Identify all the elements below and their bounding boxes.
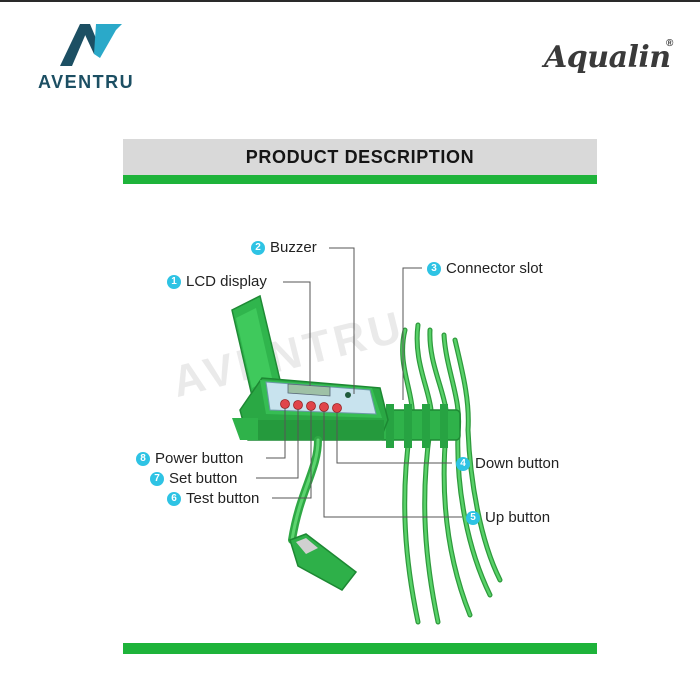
- callout-badge: 7: [150, 471, 164, 486]
- leader-lines: [256, 247, 462, 518]
- callout-label: Up button: [485, 509, 551, 526]
- output-tubes: [400, 322, 503, 625]
- sensor-cable: [288, 436, 358, 591]
- banner-title: PRODUCT DESCRIPTION: [245, 147, 475, 167]
- callout-label: Buzzer: [270, 239, 317, 256]
- callout-label: Set button: [169, 470, 238, 487]
- connector-manifold: [377, 404, 461, 448]
- callout-badge: 4: [456, 456, 470, 471]
- callout-down-button: 4 Down button: [456, 455, 559, 472]
- callout-label: Test button: [186, 490, 260, 507]
- lcd-screen: [287, 383, 331, 397]
- aqualin-logo-text: Aqualin: [544, 40, 671, 75]
- callout-label: Connector slot: [446, 260, 543, 277]
- registered-mark: ®: [666, 38, 673, 49]
- callout-badge: 5: [466, 510, 480, 525]
- callout-badge: 3: [427, 261, 441, 276]
- banner-accent-bar: [123, 175, 597, 184]
- callout-badge: 2: [251, 240, 265, 255]
- control-panel: [265, 381, 377, 415]
- callout-badge: 8: [136, 451, 150, 466]
- callout-badge: 1: [167, 274, 181, 289]
- aventru-logo-text: AVENTRU: [38, 72, 135, 92]
- section-banner: PRODUCT DESCRIPTION: [123, 139, 597, 175]
- callout-label: LCD display: [186, 273, 267, 290]
- buzzer-dot: [345, 392, 351, 398]
- aventru-logo: AVENTRU: [34, 20, 154, 92]
- aqualin-logo: Aqualin ®: [544, 38, 673, 75]
- bottom-accent-bar: [123, 643, 597, 654]
- callout-label: Power button: [155, 450, 244, 467]
- callout-label: Down button: [475, 455, 560, 472]
- callout-badge: 6: [167, 491, 181, 506]
- callout-power-button: 8 Power button: [136, 450, 243, 467]
- aventru-logo-mark: [60, 24, 122, 66]
- callout-test-button: 6 Test button: [167, 490, 259, 507]
- callout-set-button: 7 Set button: [150, 470, 237, 487]
- callout-connector-slot: 3 Connector slot: [427, 260, 543, 277]
- callout-lcd-display: 1 LCD display: [167, 273, 267, 290]
- top-border-line: [0, 0, 700, 2]
- callout-up-button: 5 Up button: [466, 509, 550, 526]
- callout-buzzer: 2 Buzzer: [251, 239, 317, 256]
